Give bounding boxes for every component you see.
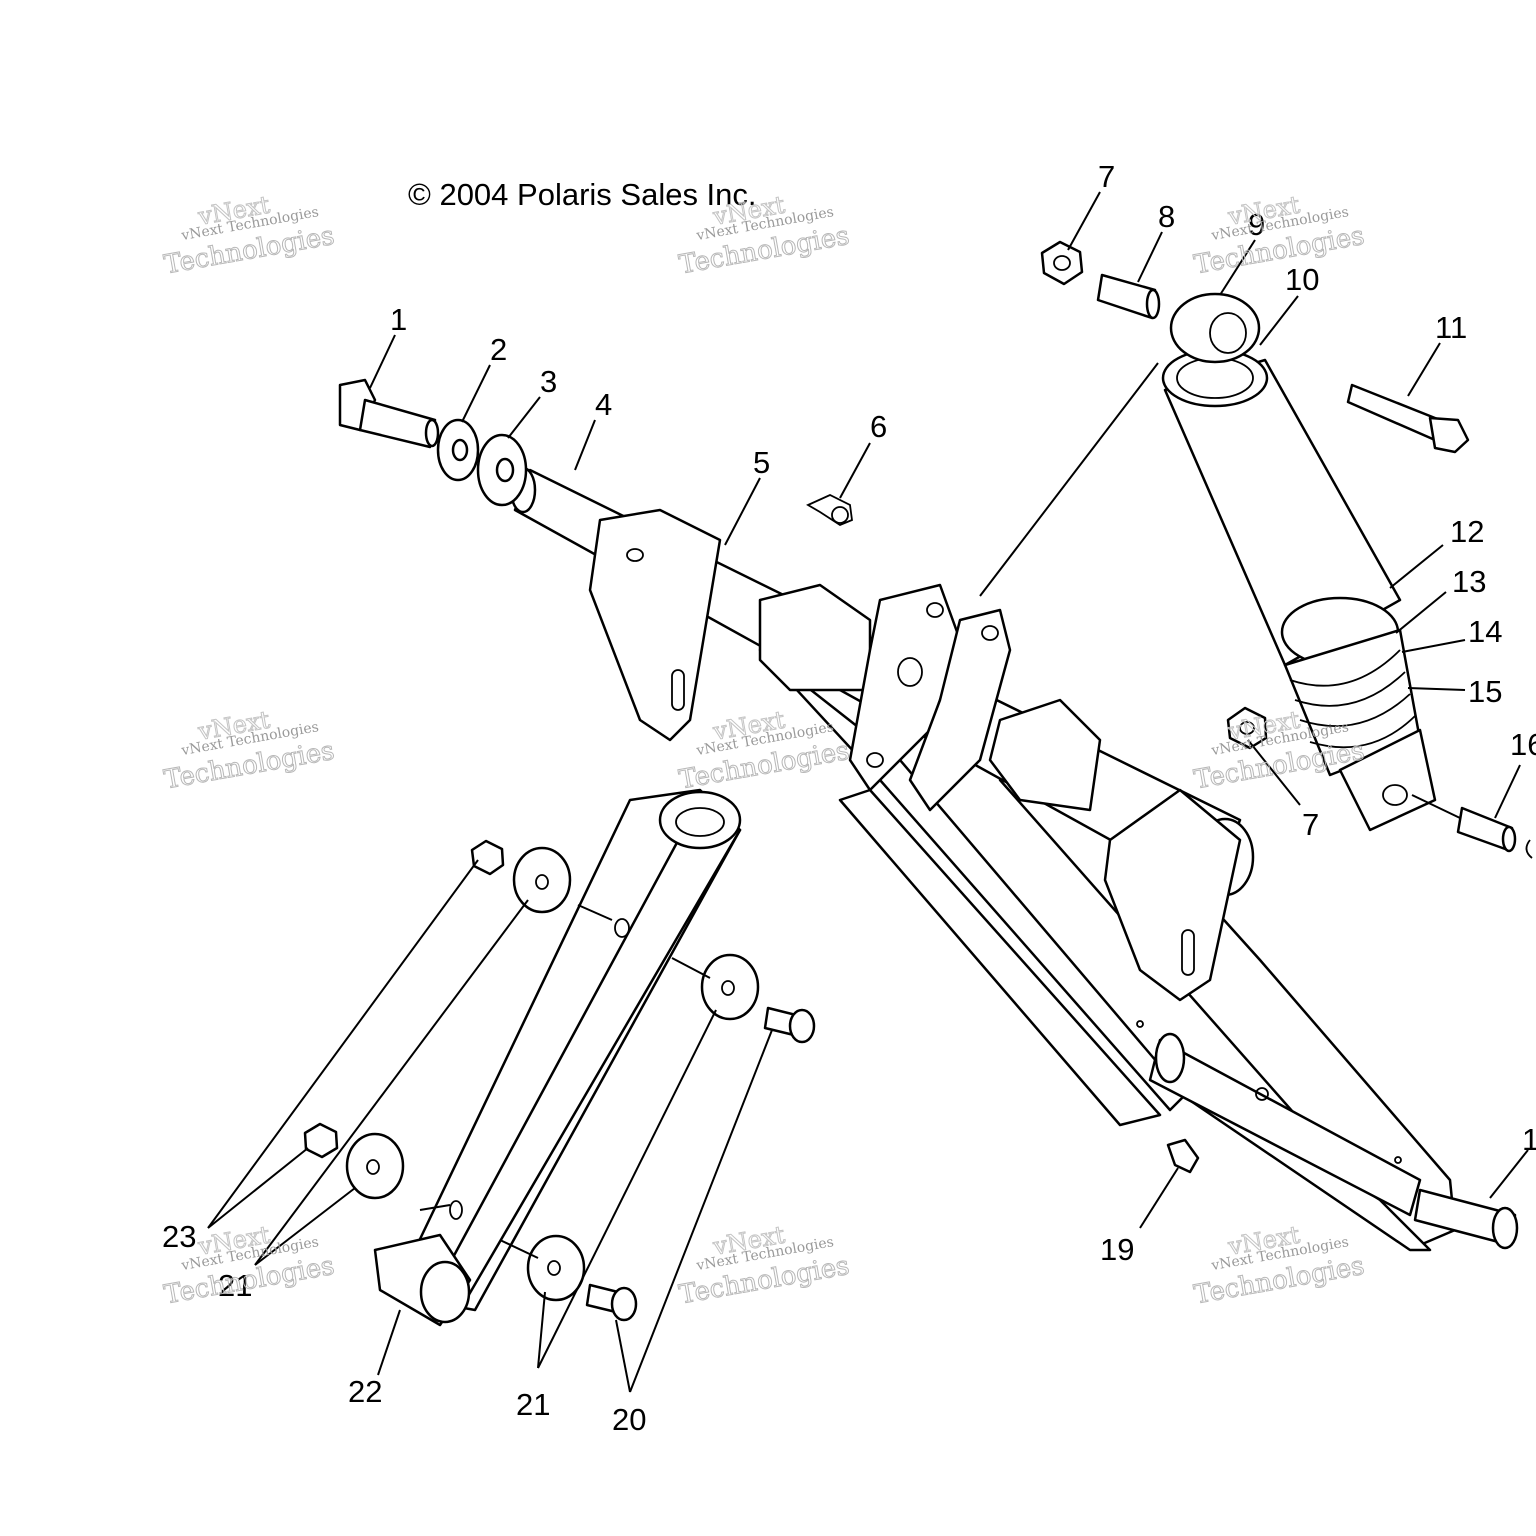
callout-21-left: 21 <box>218 1268 252 1303</box>
shock-absorber <box>1161 292 1437 832</box>
callout-18: 1 <box>1522 1122 1536 1157</box>
callout-13: 13 <box>1452 564 1486 599</box>
nut-7-top <box>1040 240 1084 286</box>
bolt-1 <box>338 378 440 449</box>
washer-21-c <box>700 953 760 1021</box>
callout-9: 9 <box>1248 207 1265 242</box>
callout-7-lower: 7 <box>1302 807 1319 842</box>
callout-5: 5 <box>753 445 770 480</box>
callout-15: 15 <box>1468 674 1502 709</box>
clip-6 <box>806 494 853 527</box>
nut-23-lower <box>303 1122 339 1159</box>
pin-16 <box>1456 806 1533 859</box>
callout-14: 14 <box>1468 614 1502 649</box>
bolt-11 <box>1346 383 1470 454</box>
bolt-20-upper <box>763 1006 816 1044</box>
copyright-text: © 2004 Polaris Sales Inc. <box>408 177 757 212</box>
washer-2 <box>436 418 480 482</box>
callout-6: 6 <box>870 409 887 444</box>
washer-3 <box>476 433 528 507</box>
callout-3: 3 <box>540 364 557 399</box>
pin-8 <box>1096 273 1161 320</box>
nut-23-upper <box>470 839 505 876</box>
callout-8: 8 <box>1158 199 1175 234</box>
grease-fitting-19 <box>1166 1138 1200 1174</box>
callout-11: 11 <box>1435 310 1467 345</box>
rocker-shaft-assembly <box>509 466 1519 1252</box>
nut-7-lower <box>1226 706 1268 750</box>
washer-21-a <box>512 846 572 914</box>
callout-21-bottom: 21 <box>516 1387 550 1422</box>
callout-4: 4 <box>595 387 612 422</box>
bolt-20-lower <box>585 1283 638 1322</box>
callout-7: 7 <box>1098 159 1115 194</box>
callout-2: 2 <box>490 332 507 367</box>
washer-21-d <box>526 1234 586 1302</box>
callout-numbers: 1 2 3 4 5 6 7 8 9 10 11 12 13 14 15 16 7… <box>162 159 1536 1437</box>
callout-16: 16 <box>1510 727 1536 762</box>
callout-1: 1 <box>390 302 407 337</box>
callout-19: 19 <box>1100 1232 1134 1267</box>
callout-20: 20 <box>612 1402 646 1437</box>
link-arm <box>373 788 742 1327</box>
washer-21-b <box>345 1132 405 1200</box>
leader-lines <box>207 191 1529 1393</box>
callout-23: 23 <box>162 1219 196 1254</box>
callout-12: 12 <box>1450 514 1484 549</box>
callout-10: 10 <box>1285 262 1319 297</box>
callout-22: 22 <box>348 1374 382 1409</box>
